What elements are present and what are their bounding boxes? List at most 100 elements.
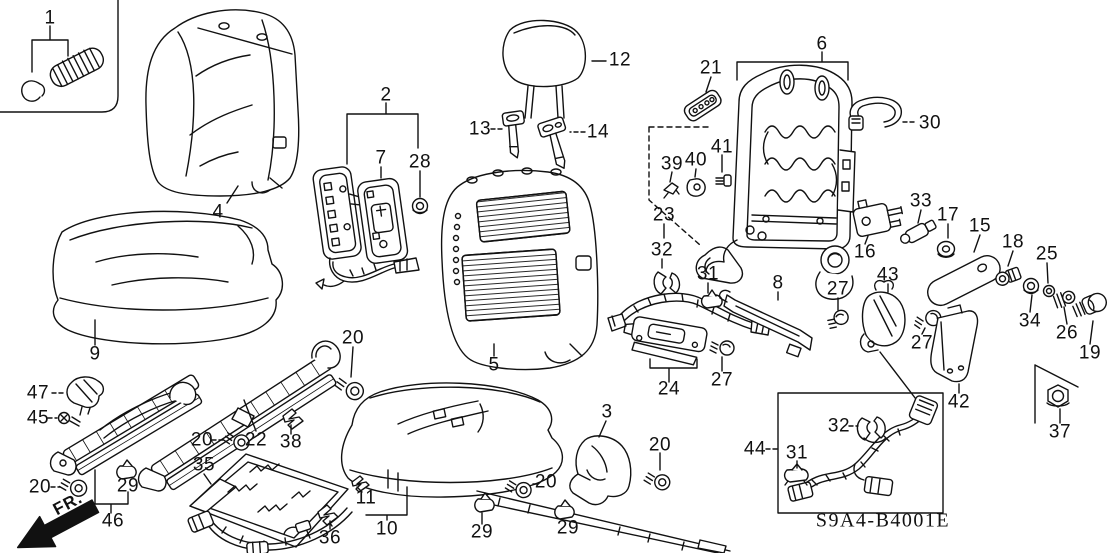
part-9-cushion-cover [52,210,283,345]
part-5-back-pad [440,167,599,371]
part-label-24: 24 [657,378,681,400]
part-41-bolt [715,174,732,187]
lower-rail [476,490,731,553]
part-20-bolt-e [643,472,671,491]
part-label-32: 32 [650,239,674,261]
part-25-nut [1042,284,1056,298]
part-43-latch [859,279,906,353]
part-label-1: 1 [44,7,56,29]
part-label-29: 29 [556,517,580,539]
part-label-29: 29 [470,521,494,543]
part-label-44: 44 [743,438,767,460]
part-32-clip [653,271,681,295]
part-label-26: 26 [1055,322,1079,344]
part-27-bolt-a [827,309,849,330]
part-label-45: 45 [26,407,50,429]
part-10-seat-cushion [341,382,563,498]
part-29-clip-b [474,492,495,513]
part-label-39: 39 [660,153,684,175]
part-20-bolt-d [504,480,532,499]
part-19-bolt [1072,292,1107,318]
part-label-34: 34 [1018,310,1042,332]
part-47-knob [66,376,105,416]
part-label-38: 38 [279,431,303,453]
part-label-18: 18 [1001,231,1025,253]
part-label-31: 31 [785,442,809,464]
part-39-clip [663,182,680,199]
part-15-plate [927,255,1001,307]
part-label-3: 3 [601,401,613,423]
part-18-bolt [995,266,1022,286]
part-22-track-inner [137,340,341,492]
part-3-side-cover [569,435,632,506]
dashed-guides [648,126,713,246]
part-29-clip-a [116,459,137,480]
part-23-harness [607,271,771,336]
part-6-back-frame [695,51,856,300]
part-label-7: 7 [375,147,387,169]
part-label-12: 12 [608,49,632,71]
part-2-switch-assembly [312,166,420,290]
part-label-27: 27 [826,278,850,300]
part-11-clip [351,475,370,493]
leader-lines [47,60,1094,530]
part-label-35: 35 [192,454,216,476]
part-27-bolt-b [709,340,735,356]
part-label-9: 9 [89,343,101,365]
part-label-21: 21 [699,57,723,79]
part-label-20: 20 [534,471,558,493]
part-label-11: 11 [355,487,377,509]
part-37-nut [1034,364,1079,424]
part-1-box [0,0,119,113]
part-label-47: 47 [26,382,50,404]
part-label-19: 19 [1078,342,1102,364]
part-label-22: 22 [244,429,268,451]
fr-arrow [16,499,100,549]
part-label-10: 10 [375,518,399,540]
part-24-sensor-unit [623,316,708,366]
part-label-16: 16 [853,241,877,263]
part-label-43: 43 [876,264,900,286]
part-46-track-outer [49,374,203,514]
part-33-bolt [899,219,937,244]
part-32-clip-b [856,416,887,444]
part-label-40: 40 [684,149,708,171]
part-20-bolt-b [333,377,365,401]
part-label-6: 6 [816,33,828,55]
part-label-15: 15 [968,215,992,237]
part-7-switch-panel [357,177,409,264]
part-21-bezel [683,89,722,122]
part-label-4: 4 [212,201,224,223]
part-label-30: 30 [918,112,942,134]
part-44-harness-box [777,351,944,514]
part-20-bolt-a [58,478,88,497]
part-label-23: 23 [652,204,676,226]
part-42-cover [930,304,979,383]
part-label-2: 2 [380,84,392,106]
part-label-20: 20 [648,434,672,456]
part-label-32: 32 [827,415,851,437]
part-label-14: 14 [586,121,610,143]
part-label-27: 27 [910,332,934,354]
part-36-clip [317,504,339,526]
part-label-33: 33 [909,190,933,212]
part-20-bolt-c [222,432,250,451]
part-16-bracket [852,199,904,237]
part-45-screw [57,411,81,427]
part-17-bushing [936,240,956,258]
part-26-grommet [1052,290,1076,309]
part-38-clip [282,408,304,430]
diagram-code: S9A4-B4001E [815,509,951,532]
part-31-clip-b [783,463,809,486]
part-label-36: 36 [318,527,342,549]
part-label-41: 41 [710,136,734,158]
part-12-headrest [502,19,587,119]
part-label-42: 42 [947,391,971,413]
part-34-washer [1022,277,1040,295]
part-label-17: 17 [936,204,960,226]
part-label-13: 13 [468,118,492,140]
part-label-8: 8 [772,272,784,294]
part-label-27: 27 [710,369,734,391]
